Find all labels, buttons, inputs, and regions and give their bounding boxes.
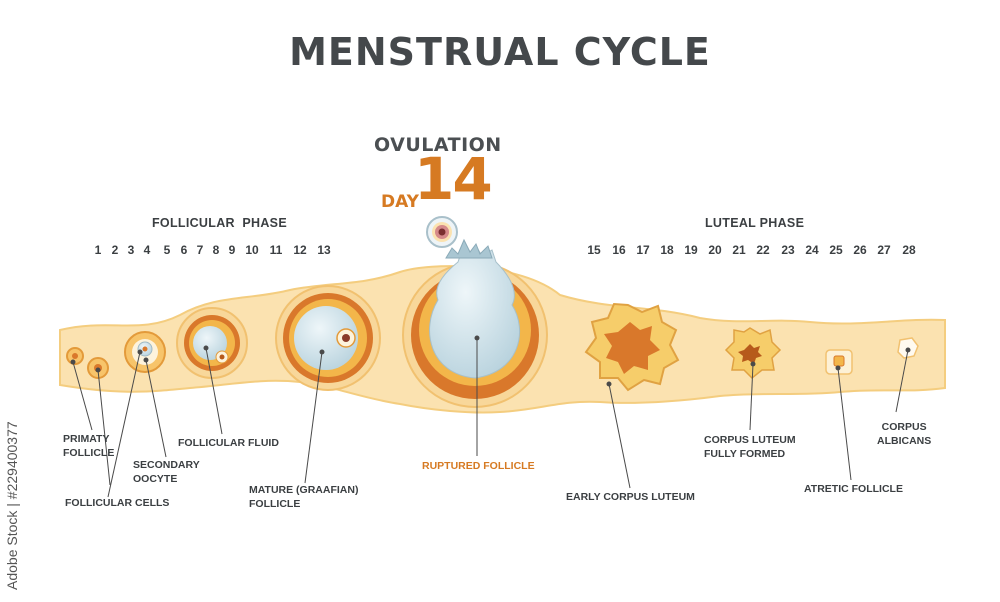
day-number: 8 xyxy=(212,243,220,257)
day-number: 12 xyxy=(293,243,307,257)
day-number: 23 xyxy=(781,243,795,257)
ruptured-follicle-shape xyxy=(402,238,548,408)
day-number: 27 xyxy=(877,243,891,257)
day-number: 13 xyxy=(317,243,331,257)
day-number: 1 xyxy=(94,243,102,257)
label-early-corpus-luteum: EARLY CORPUS LUTEUM xyxy=(566,490,695,504)
day-number: 2 xyxy=(111,243,119,257)
day-number: 18 xyxy=(660,243,674,257)
label-line: EARLY CORPUS LUTEUM xyxy=(566,491,695,503)
label-primary-follicle: PRIMATY FOLLICLE xyxy=(63,432,114,460)
atretic-follicle-shape xyxy=(825,349,853,375)
secondary-follicle-shape xyxy=(124,331,166,373)
day-number: 7 xyxy=(196,243,204,257)
day-number: 5 xyxy=(163,243,171,257)
label-line: FOLLICULAR CELLS xyxy=(65,497,170,509)
label-line: SECONDARY xyxy=(133,459,200,471)
day-number: 22 xyxy=(756,243,770,257)
diagram-title: MENSTRUAL CYCLE xyxy=(289,30,711,74)
day-number: 11 xyxy=(269,243,283,257)
pointer-lines xyxy=(70,335,911,498)
day-number: 21 xyxy=(732,243,746,257)
label-line: RUPTURED FOLLICLE xyxy=(422,460,535,472)
antral-follicle-shape xyxy=(176,307,248,379)
label-line: FOLLICLE xyxy=(249,498,301,510)
label-line: MATURE (GRAAFIAN) xyxy=(249,484,359,496)
label-mature-follicle: MATURE (GRAAFIAN) FOLLICLE xyxy=(249,483,358,511)
label-corpus-albicans: CORPUS ALBICANS xyxy=(877,420,931,448)
day-number: 3 xyxy=(127,243,135,257)
day-number: 24 xyxy=(805,243,819,257)
label-line: PRIMATY xyxy=(63,433,110,445)
day-number: 20 xyxy=(708,243,722,257)
label-line: OOCYTE xyxy=(133,473,178,485)
day-number: 26 xyxy=(853,243,867,257)
day-number: 4 xyxy=(143,243,151,257)
luteal-phase-label: LUTEAL PHASE xyxy=(705,216,805,230)
label-follicular-cells: FOLLICULAR CELLS xyxy=(65,496,169,510)
ovulation-day-number: 14 xyxy=(414,145,493,213)
day-number: 6 xyxy=(180,243,188,257)
label-line: ATRETIC FOLLICLE xyxy=(804,483,903,495)
label-secondary-oocyte: SECONDARY OOCYTE xyxy=(133,458,200,486)
label-atretic-follicle: ATRETIC FOLLICLE xyxy=(804,482,903,496)
label-corpus-luteum: CORPUS LUTEUM FULLY FORMED xyxy=(704,433,796,461)
released-oocyte-shape xyxy=(426,216,458,248)
day-number: 25 xyxy=(829,243,843,257)
ovulation-day-word: DAY xyxy=(381,192,419,212)
ovulation-label: OVULATION xyxy=(374,134,502,156)
label-follicular-fluid: FOLLICULAR FLUID xyxy=(178,436,279,450)
day-number: 15 xyxy=(587,243,601,257)
label-line: CORPUS LUTEUM xyxy=(704,434,796,446)
early-corpus-luteum-shape xyxy=(584,302,680,392)
label-line: FULLY FORMED xyxy=(704,448,786,460)
label-line: FOLLICLE xyxy=(63,447,115,459)
label-ruptured-follicle: RUPTURED FOLLICLE xyxy=(422,459,535,473)
day-number: 16 xyxy=(612,243,626,257)
stock-watermark: Adobe Stock | #229400377 xyxy=(4,421,20,590)
label-line: CORPUS xyxy=(881,421,927,433)
label-line: ALBICANS xyxy=(877,435,932,447)
label-line: FOLLICULAR FLUID xyxy=(178,437,279,449)
day-number: 9 xyxy=(228,243,236,257)
day-number: 17 xyxy=(636,243,650,257)
graafian-follicle-shape xyxy=(275,285,381,391)
day-number: 28 xyxy=(902,243,916,257)
day-number: 10 xyxy=(245,243,259,257)
day-number: 19 xyxy=(684,243,698,257)
follicular-phase-label: FOLLICULAR PHASE xyxy=(152,216,287,230)
